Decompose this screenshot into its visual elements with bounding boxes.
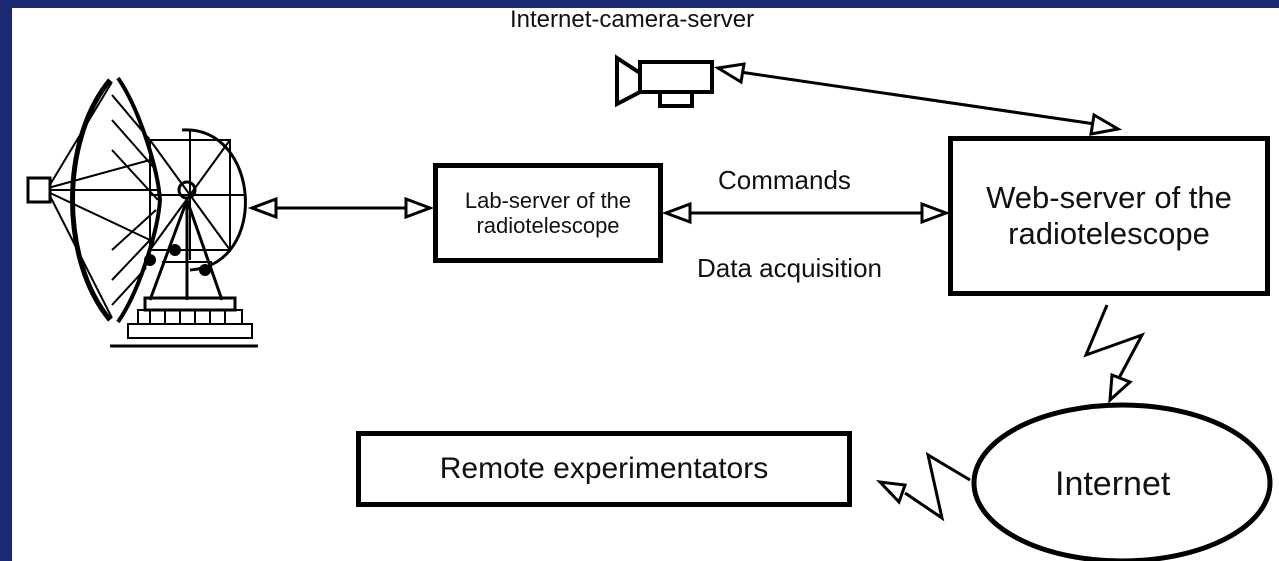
camera-icon <box>615 54 714 108</box>
arrowhead-right <box>1089 112 1123 136</box>
internet-label: Internet <box>1055 465 1171 503</box>
lab-server-label-line1: Lab-server of the <box>464 187 632 213</box>
wireless-link-internet-remote <box>904 451 971 522</box>
web-server-box: Web-server of the radiotelescope <box>948 136 1270 296</box>
camera-label: Internet-camera-server <box>510 6 755 33</box>
web-server-label-line2: radiotelescope <box>1008 216 1210 251</box>
web-server-label-line1: Web-server of the <box>986 180 1232 216</box>
internet-node-shape <box>971 402 1273 561</box>
wireless-link-web-internet <box>1083 304 1146 379</box>
data-acquisition-label: Data acquisition <box>697 253 882 283</box>
lab-server-label-line2: radiotelescope <box>476 213 620 238</box>
remote-experimentators-label: Remote experimentators <box>439 451 769 485</box>
arrowhead-left <box>661 201 692 225</box>
arrowhead-right <box>404 196 435 220</box>
arrowhead-right <box>920 201 951 225</box>
arrowhead-left <box>713 62 746 85</box>
lab-server-box: Lab-server of the radiotelescope <box>433 163 663 263</box>
radiotelescope-icon <box>26 76 258 348</box>
arrowhead-down <box>1108 372 1133 404</box>
arrowhead-left <box>247 196 278 220</box>
camera-web-link <box>739 70 1096 126</box>
arrowhead-left <box>876 480 908 505</box>
commands-label: Commands <box>718 165 851 195</box>
remote-experimentators-box: Remote experimentators <box>356 431 852 507</box>
